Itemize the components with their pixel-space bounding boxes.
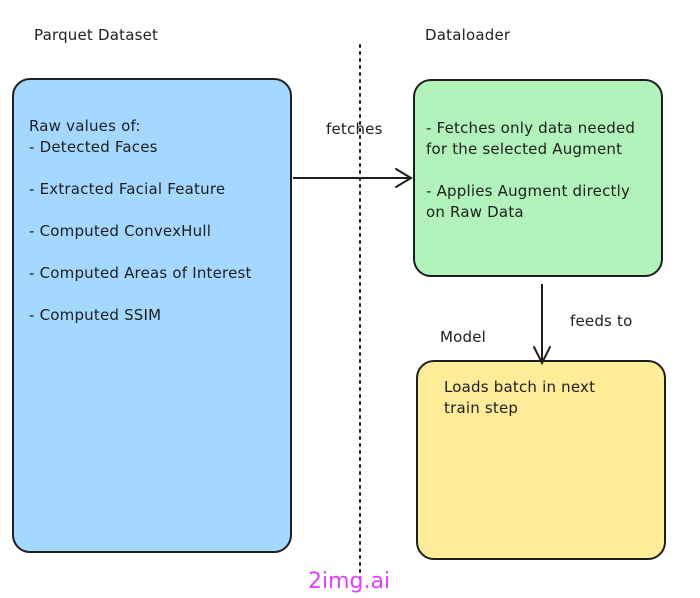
dataloader-body: - Fetches only data needed for the selec… [426, 119, 636, 221]
dataloader-box: - Fetches only data needed for the selec… [413, 79, 663, 277]
dataset-title: Parquet Dataset [34, 26, 159, 44]
watermark-text: 2img.ai [308, 569, 391, 594]
dataloader-title: Dataloader [425, 26, 511, 44]
model-title: Model [440, 328, 487, 346]
model-body: Loads batch in next train step [444, 378, 596, 417]
dataset-body: Raw values of: - Detected Faces - Extrac… [29, 117, 252, 324]
fetches-arrowhead [395, 168, 413, 188]
parquet-dataset-box: Raw values of: - Detected Faces - Extrac… [12, 78, 292, 553]
feeds-to-label: feeds to [570, 312, 633, 330]
fetches-label: fetches [326, 120, 383, 138]
model-box: Loads batch in next train step [416, 360, 666, 560]
